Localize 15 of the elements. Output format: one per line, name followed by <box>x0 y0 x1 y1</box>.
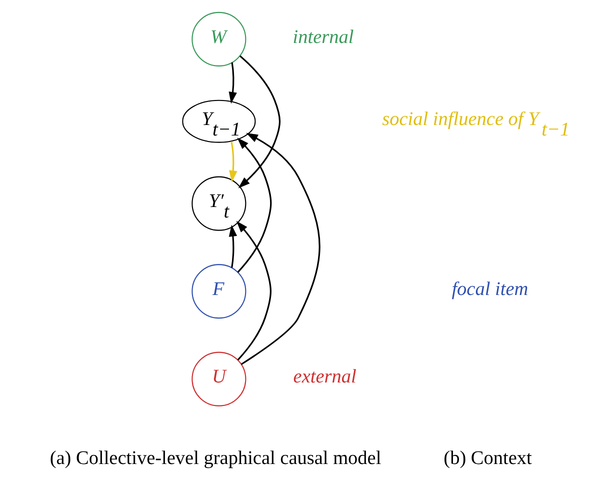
arrow <box>238 55 281 188</box>
node-circle: F <box>192 264 246 319</box>
arrow <box>236 220 272 360</box>
label: (a) Collective-level graphical causal model <box>50 448 382 470</box>
node-circle: U <box>192 352 246 406</box>
arrow <box>240 132 320 365</box>
label: internal <box>292 26 354 48</box>
node-circle: W <box>192 12 246 66</box>
arrow <box>228 62 237 104</box>
label: (b) Context <box>444 448 532 470</box>
label: focal item <box>452 278 528 300</box>
label: external <box>293 366 356 388</box>
arrow <box>228 224 238 268</box>
arrow <box>237 138 272 273</box>
arrow <box>229 141 238 182</box>
